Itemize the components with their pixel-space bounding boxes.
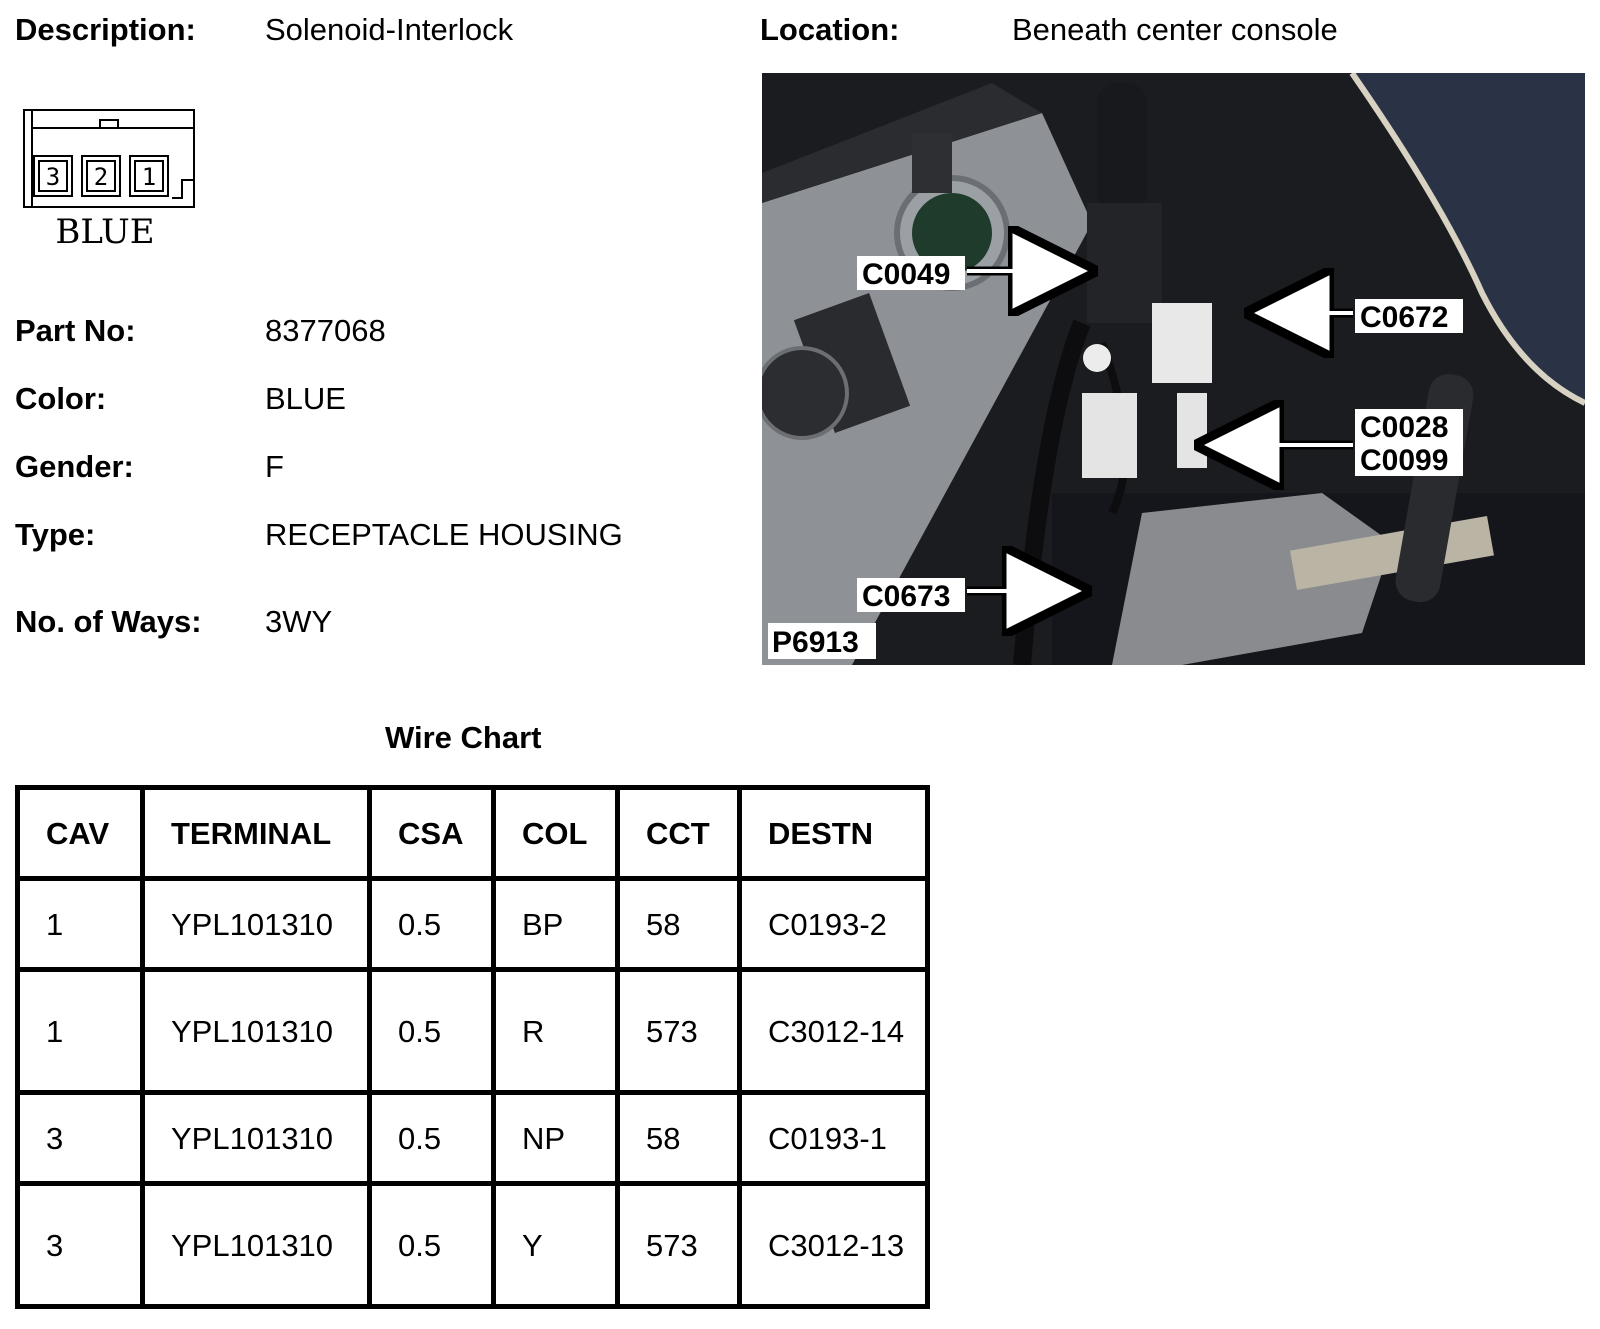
- cell-csa: 0.5: [367, 1181, 496, 1309]
- photo-id-label: P6913: [772, 626, 859, 659]
- part-no-label: Part No:: [15, 313, 136, 348]
- cell-cct: 573: [615, 1181, 742, 1309]
- callout-c0099: C0099: [1360, 444, 1448, 477]
- type-label: Type:: [15, 517, 96, 552]
- color-value: BLUE: [265, 381, 346, 416]
- cell-csa: 0.5: [367, 1090, 496, 1186]
- column-header-csa: CSA: [367, 785, 496, 881]
- table-row: 1 YPL101310 0.5 BP 58 C0193-2: [15, 876, 930, 972]
- cavity-2-label: 2: [94, 163, 108, 191]
- ways-label: No. of Ways:: [15, 604, 202, 639]
- callout-c0028: C0028: [1360, 411, 1448, 444]
- callout-c0049: C0049: [862, 258, 950, 291]
- cell-col: NP: [491, 1090, 620, 1186]
- cell-csa: 0.5: [367, 876, 496, 972]
- cell-cav: 3: [15, 1181, 145, 1309]
- column-header-terminal: TERMINAL: [140, 785, 372, 881]
- column-header-destn: DESTN: [737, 785, 930, 881]
- wire-chart-title: Wire Chart: [385, 720, 542, 755]
- cell-cct: 58: [615, 876, 742, 972]
- gender-label: Gender:: [15, 449, 134, 484]
- cell-cct: 58: [615, 1090, 742, 1186]
- description-value: Solenoid-Interlock: [265, 12, 514, 47]
- cell-terminal: YPL101310: [140, 967, 372, 1095]
- seat-shape: [1352, 73, 1585, 403]
- cell-col: Y: [491, 1181, 620, 1309]
- cell-destn: C3012-13: [737, 1181, 930, 1309]
- cell-col: R: [491, 967, 620, 1095]
- cell-terminal: YPL101310: [140, 1181, 372, 1309]
- ways-value: 3WY: [265, 604, 333, 639]
- table-row: 1 YPL101310 0.5 R 573 C3012-14: [15, 967, 930, 1095]
- table-row: 3 YPL101310 0.5 Y 573 C3012-13: [15, 1181, 930, 1309]
- wire-chart-table: CAV TERMINAL CSA COL CCT DESTN 1 YPL1013…: [15, 785, 930, 1309]
- location-photo: C0049 C0672 C0028 C0099 C0673 P6913: [762, 73, 1585, 665]
- column-header-cav: CAV: [15, 785, 145, 881]
- cell-csa: 0.5: [367, 967, 496, 1095]
- cell-terminal: YPL101310: [140, 1090, 372, 1186]
- cell-cav: 3: [15, 1090, 145, 1186]
- cell-destn: C0193-2: [737, 876, 930, 972]
- table-row: 3 YPL101310 0.5 NP 58 C0193-1: [15, 1090, 930, 1186]
- gender-value: F: [265, 449, 284, 484]
- color-label: Color:: [15, 381, 107, 416]
- cell-cav: 1: [15, 876, 145, 972]
- callout-c0673: C0673: [862, 580, 950, 613]
- column-header-col: COL: [491, 785, 620, 881]
- cell-cct: 573: [615, 967, 742, 1095]
- callout-c0672: C0672: [1360, 301, 1448, 334]
- cell-col: BP: [491, 876, 620, 972]
- connector-color-text: BLUE: [55, 212, 154, 252]
- cavity-1-label: 1: [142, 163, 156, 191]
- part-no-value: 8377068: [265, 313, 386, 348]
- connector-face-diagram: 3 2 1 BLUE: [23, 109, 195, 252]
- column-header-cct: CCT: [615, 785, 742, 881]
- type-value: RECEPTACLE HOUSING: [265, 517, 623, 552]
- location-value: Beneath center console: [1012, 12, 1338, 47]
- cell-destn: C0193-1: [737, 1090, 930, 1186]
- cell-destn: C3012-14: [737, 967, 930, 1095]
- description-label: Description:: [15, 12, 196, 47]
- cell-cav: 1: [15, 967, 145, 1095]
- cavity-3-label: 3: [46, 163, 60, 191]
- cell-terminal: YPL101310: [140, 876, 372, 972]
- table-header-row: CAV TERMINAL CSA COL CCT DESTN: [15, 785, 930, 881]
- location-label: Location:: [760, 12, 900, 47]
